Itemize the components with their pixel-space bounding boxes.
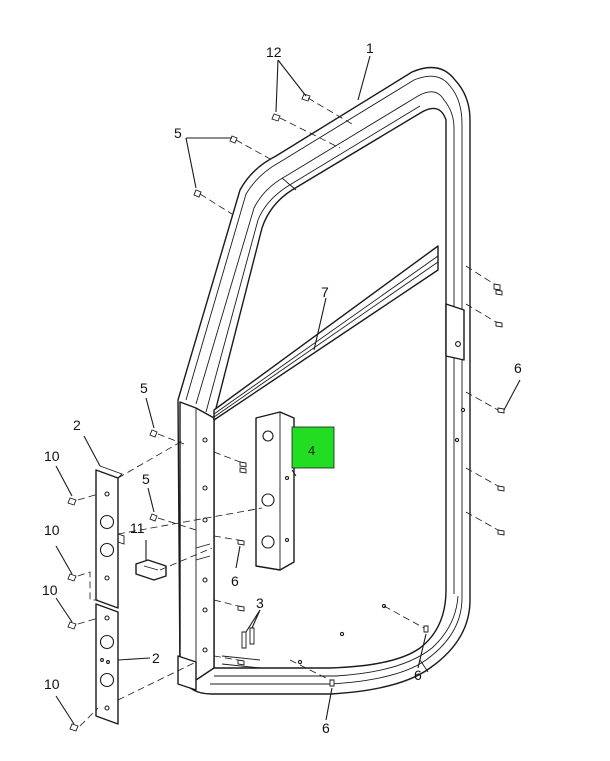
bolt-10d xyxy=(69,723,79,732)
bar-hole-middle xyxy=(261,493,275,507)
bolt-right-a xyxy=(493,283,503,296)
bar-hole-bottom xyxy=(261,535,275,549)
bolt-pillar-a xyxy=(239,461,247,474)
callout-2-lower: 2 xyxy=(152,650,160,666)
callout-1: 1 xyxy=(366,40,374,56)
bar-small-hole-a xyxy=(284,475,290,481)
bolt-5a xyxy=(229,135,238,144)
hinge-plate-lower xyxy=(95,603,119,725)
assembly-centerlines xyxy=(77,97,499,727)
frame-bottom-seam xyxy=(419,659,429,673)
callout-5-top: 5 xyxy=(174,125,182,141)
lower-stop-lines xyxy=(221,655,261,669)
reinforcement-bar-body xyxy=(255,411,295,571)
callout-6-pillar: 6 xyxy=(231,573,239,589)
bar-hole-top xyxy=(262,430,274,442)
frame-bottom-rail xyxy=(214,595,459,677)
callout-6-bottom-right: 6 xyxy=(414,667,422,683)
callout-3: 3 xyxy=(256,595,264,611)
callout-5-lower: 5 xyxy=(142,471,150,487)
window-channel-line-b xyxy=(213,261,439,418)
highlight-box-4 xyxy=(291,426,335,469)
bolt-12a xyxy=(271,113,281,122)
callout-7: 7 xyxy=(321,284,329,300)
bolt-pillar-d xyxy=(237,659,245,666)
callout-10-a: 10 xyxy=(44,448,60,464)
bolt-12b xyxy=(301,93,311,102)
bolt-right-b xyxy=(495,321,503,328)
bolt-10a xyxy=(67,497,77,506)
hinge-plate-upper xyxy=(95,465,125,609)
stud-3b xyxy=(249,627,255,645)
bolt-right-d xyxy=(497,485,505,492)
callout-12: 12 xyxy=(266,44,282,60)
frame-rail-line-b xyxy=(195,91,455,594)
bolt-10b xyxy=(67,573,77,582)
callout-labels: 1 12 5 7 5 6 2 4 10 5 10 11 6 10 3 2 6 1… xyxy=(42,40,522,736)
hinge-pillar xyxy=(179,401,215,681)
stud-3a xyxy=(241,631,247,649)
frame-rail-line-c xyxy=(205,105,421,413)
callout-10-c: 10 xyxy=(42,582,58,598)
callout-11: 11 xyxy=(130,520,145,536)
bolt-bottom-b xyxy=(329,679,335,687)
bottom-rail-holes xyxy=(297,603,387,665)
window-channel-line-a xyxy=(213,255,439,415)
callout-5-mid: 5 xyxy=(140,380,148,396)
callout-10-b: 10 xyxy=(44,522,60,538)
bolt-bottom-a xyxy=(423,625,429,633)
bolt-5c xyxy=(149,429,158,438)
latch-plate xyxy=(445,303,465,361)
callout-2-upper: 2 xyxy=(73,417,81,433)
threshold-bracket xyxy=(177,655,197,691)
door-frame xyxy=(177,66,471,695)
bolt-10c xyxy=(67,621,77,630)
bolt-right-e xyxy=(497,529,505,536)
bolt-pillar-c xyxy=(237,605,245,612)
frame-rail-line-a xyxy=(185,75,463,685)
frame-seam-line xyxy=(281,177,297,191)
bar-small-hole-b xyxy=(284,537,290,543)
bolt-pillar-b xyxy=(237,539,245,546)
leader-lines xyxy=(55,55,521,725)
callout-6-bottom: 6 xyxy=(322,720,330,736)
callout-6-right: 6 xyxy=(514,360,522,376)
callout-4: 4 xyxy=(308,443,315,458)
bolt-5b xyxy=(193,189,202,198)
right-side-holes xyxy=(454,407,466,443)
callout-10-d: 10 xyxy=(44,676,60,692)
latch-plate-hole xyxy=(455,341,461,347)
reinforcement-bar xyxy=(255,411,295,571)
hinge-pillar-step xyxy=(195,543,211,561)
clip xyxy=(135,559,167,581)
bolt-5d xyxy=(149,513,158,522)
bolt-right-c xyxy=(497,407,505,414)
